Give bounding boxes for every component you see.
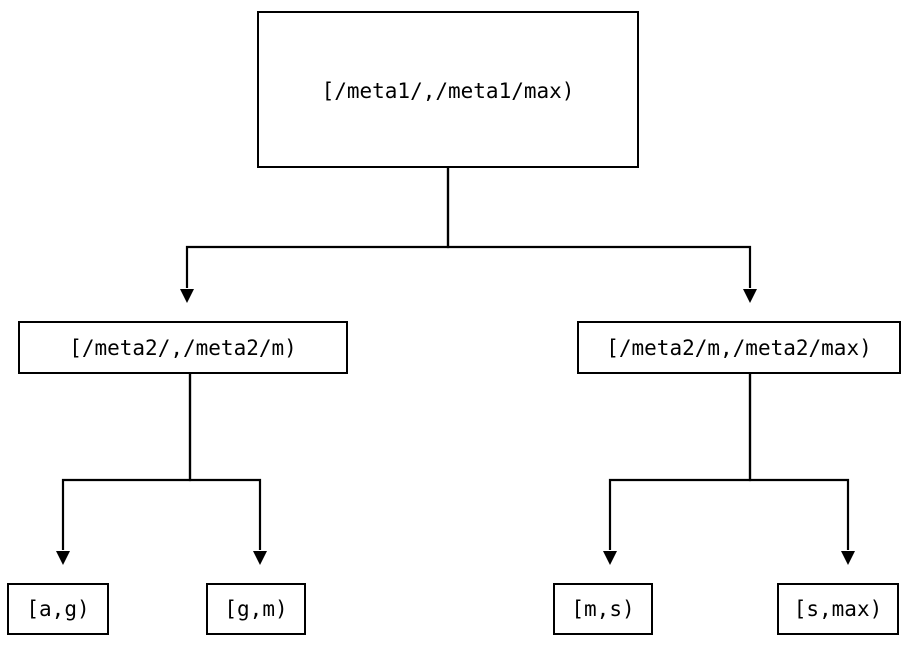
node-box [7,583,109,635]
edge-mid-left-to-leaf-g-m [188,373,267,565]
node-label: [m,s) [571,597,634,621]
edge-mid-right-to-leaf-m-s [603,373,752,565]
node-leaf-m-s[interactable]: [m,s) [553,583,653,635]
node-label: [/meta2/,/meta2/m) [69,336,297,360]
arrowhead-icon [180,289,194,303]
node-label: [/meta2/m,/meta2/max) [606,336,872,360]
node-leaf-g-m[interactable]: [g,m) [206,583,306,635]
node-root[interactable]: [/meta1/,/meta1/max) [257,11,639,168]
arrowhead-icon [253,551,267,565]
edge-mid-left-to-leaf-a-g [56,373,192,565]
edge-line [61,373,192,550]
node-label: [a,g) [26,597,89,621]
edge-line [188,373,262,550]
node-box [206,583,306,635]
node-label: [/meta1/,/meta1/max) [322,79,575,103]
edge-root-to-mid-left [180,167,450,303]
arrowhead-icon [743,289,757,303]
node-mid-right[interactable]: [/meta2/m,/meta2/max) [577,321,901,374]
node-mid-left[interactable]: [/meta2/,/meta2/m) [18,321,348,374]
edge-line [446,167,752,288]
node-box [18,321,348,374]
node-leaf-s-max[interactable]: [s,max) [777,583,899,635]
arrowhead-icon [56,551,70,565]
node-box [777,583,899,635]
edge-mid-right-to-leaf-s-max [748,373,855,565]
arrowhead-icon [841,551,855,565]
node-box [577,321,901,374]
edge-root-to-mid-right [446,167,757,303]
node-label: [g,m) [224,597,287,621]
node-box [553,583,653,635]
edge-line [748,373,850,550]
edge-line [608,373,752,550]
arrowhead-icon [603,551,617,565]
node-leaf-a-g[interactable]: [a,g) [7,583,109,635]
node-label: [s,max) [794,597,883,621]
node-box [257,11,639,168]
edge-line [185,167,450,288]
